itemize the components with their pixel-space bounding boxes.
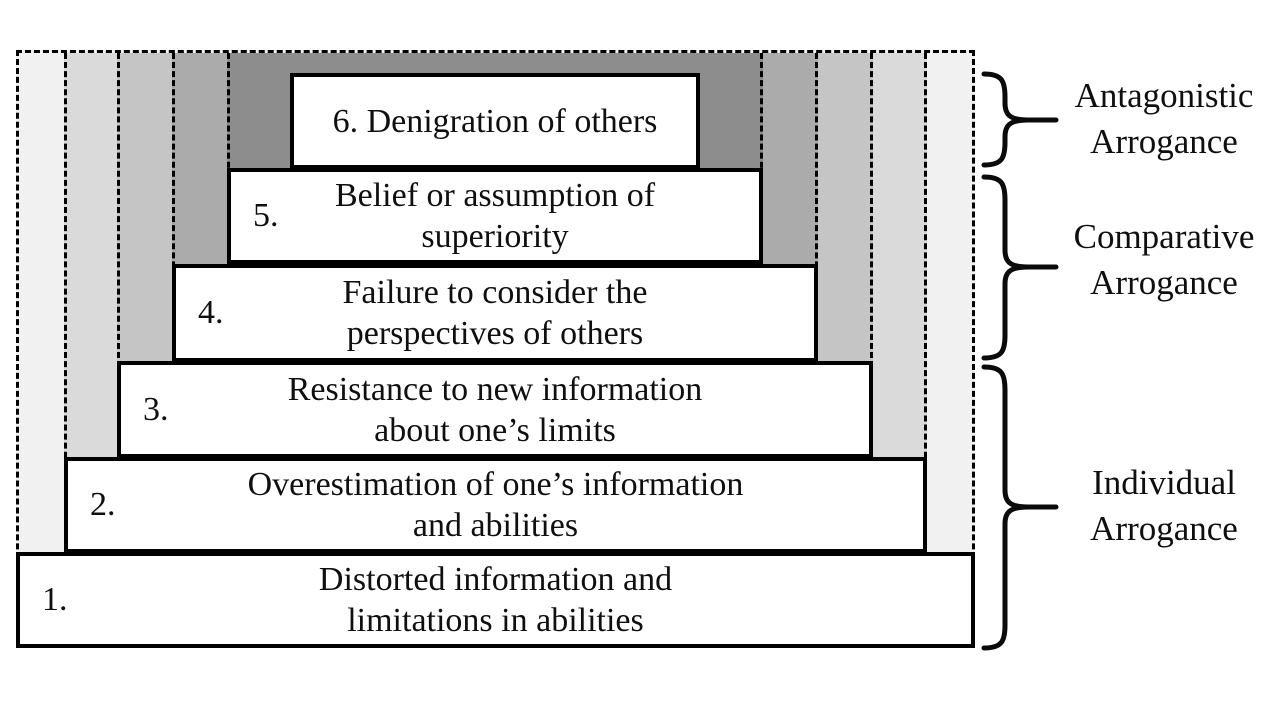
group-label-comparative: Comparative Arrogance <box>1048 214 1280 306</box>
group-label-comparative-line-2: Arrogance <box>1090 263 1238 302</box>
individual-brace <box>981 364 1059 651</box>
level-1-box: 1. Distorted information and limitations… <box>16 552 975 648</box>
level-5-number: 5. <box>253 197 279 234</box>
level-2-text: Overestimation of one’s information and … <box>68 461 923 549</box>
level-3-text-line-1: Resistance to new information <box>287 370 703 408</box>
level-6-text-line-1: 6. Denigration of others <box>333 101 658 142</box>
level-4-text: Failure to consider the perspectives of … <box>176 268 814 358</box>
level-1-text: Distorted information and limitations in… <box>20 556 971 644</box>
comparative-brace <box>981 174 1059 361</box>
level-1-text-line-2: limitations in abilities <box>347 602 644 639</box>
group-label-antagonistic: Antagonistic Arrogance <box>1048 73 1280 165</box>
level-3-text-line-2: about one’s limits <box>374 411 616 449</box>
level-2-text-line-2: and abilities <box>412 507 579 544</box>
level-4-number: 4. <box>198 294 224 331</box>
level-3-box: 3. Resistance to new information about o… <box>117 361 873 458</box>
level-2-text-line-1: Overestimation of one’s information <box>247 466 744 503</box>
level-1-number: 1. <box>42 581 68 618</box>
level-5-text-line-2: superiority <box>421 218 569 255</box>
level-5-text-line-1: Belief or assumption of <box>334 177 656 214</box>
level-3-number: 3. <box>143 390 169 428</box>
level-6-box: 6. Denigration of others <box>290 73 700 169</box>
level-4-text-line-1: Failure to consider the <box>342 274 648 311</box>
antagonistic-brace <box>981 71 1059 168</box>
level-4-box: 4. Failure to consider the perspectives … <box>172 264 818 362</box>
level-2-number: 2. <box>90 486 116 523</box>
group-label-antagonistic-line-2: Arrogance <box>1090 122 1238 161</box>
group-label-individual-line-1: Individual <box>1092 463 1236 502</box>
level-6-number: 6. <box>332 102 359 140</box>
level-2-box: 2. Overestimation of one’s information a… <box>64 457 927 553</box>
level-6-text: 6. Denigration of others <box>294 77 696 165</box>
group-label-comparative-line-1: Comparative <box>1073 217 1255 256</box>
group-label-individual: Individual Arrogance <box>1048 460 1280 552</box>
level-6-text-label: Denigration of others <box>366 102 658 140</box>
level-1-text-line-1: Distorted information and <box>318 561 673 598</box>
level-4-text-line-2: perspectives of others <box>346 315 644 352</box>
group-label-antagonistic-line-1: Antagonistic <box>1074 76 1254 115</box>
level-5-text: Belief or assumption of superiority <box>231 172 759 260</box>
group-label-individual-line-2: Arrogance <box>1090 509 1238 548</box>
level-5-box: 5. Belief or assumption of superiority <box>227 168 763 264</box>
level-3-text: Resistance to new information about one’… <box>121 365 869 454</box>
